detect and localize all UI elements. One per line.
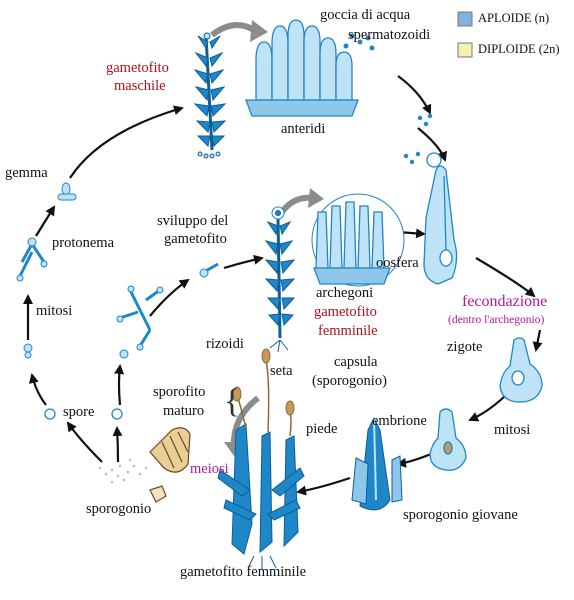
spore-dust <box>98 458 148 484</box>
arrow-giovane-to-female <box>296 476 351 496</box>
gray-arrow-female-to-archegoni <box>279 194 313 214</box>
big-archegonium <box>423 152 458 285</box>
arrow-gemma-to-male <box>69 105 184 179</box>
arrow-spermatozoidi-down <box>397 75 432 115</box>
label-goccia: goccia di acqua <box>320 7 411 23</box>
capsule <box>149 427 191 503</box>
male-gametophyte <box>193 32 227 159</box>
label-mitosi-right: mitosi <box>494 422 531 438</box>
young-sporophyte <box>351 416 403 511</box>
label-fecondazione: fecondazione <box>462 293 548 310</box>
zygote-archegonium <box>499 337 543 403</box>
label-anteridi: anteridi <box>281 121 326 137</box>
sperm-cells <box>343 33 433 165</box>
label-sviluppo-1: sviluppo del <box>157 213 229 229</box>
antheridia <box>245 19 359 117</box>
mature-sporophyte-group <box>217 348 305 570</box>
arrow-to-zygote <box>532 329 543 352</box>
arrow-sporogonio-spore-left <box>66 421 103 463</box>
legend-swatches <box>457 11 473 58</box>
label-sporofito-1: sporofito <box>153 384 206 400</box>
label-gemma: gemma <box>5 165 48 181</box>
label-gametofito-maschile-2: maschile <box>114 78 166 94</box>
archegonia-cluster <box>311 193 405 287</box>
arrow-zygote-to-embryo <box>468 395 506 422</box>
label-piede: piede <box>306 421 338 437</box>
protonema-left-cells <box>16 182 77 359</box>
legend-diploid-label: DIPLOIDE (2n) <box>478 42 560 56</box>
label-sporofito-2: maturo <box>163 403 205 419</box>
legend-haploid-label: APLOIDE (n) <box>478 11 550 25</box>
label-oosfera: oosfera <box>376 255 419 271</box>
label-spore: spore <box>63 404 95 420</box>
spores <box>44 408 123 420</box>
arrow-spore-to-protonema <box>114 364 125 406</box>
cycle-arrows <box>23 75 543 496</box>
label-capsula-1: capsula <box>334 354 378 370</box>
label-spermatozoidi: spermatozoidi <box>348 27 431 43</box>
label-sviluppo-2: gametofito <box>164 231 227 247</box>
gray-arrow-male-to-anteridi <box>210 22 256 38</box>
label-gametofito-maschile-1: gametofito <box>106 60 169 76</box>
arrow-protonema-to-gemma <box>35 205 56 237</box>
label-sporogonio-left: sporogonio <box>86 501 152 517</box>
female-gametophyte-mid <box>264 206 296 353</box>
label-meiosi: meiosi <box>190 461 229 477</box>
arrow-protonema-to-bud <box>149 278 190 317</box>
label-protonema: protonema <box>52 235 115 251</box>
label-zigote: zigote <box>447 339 483 355</box>
arrow-to-fecondazione <box>475 257 536 298</box>
label-sporogonio-giovane: sporogonio giovane <box>403 507 518 523</box>
label-gametofito-femminile-1: gametofito <box>314 304 377 320</box>
embryo <box>429 408 467 471</box>
label-gametofito-femminile-2: femminile <box>318 323 378 339</box>
label-brace: { <box>224 383 241 420</box>
arrow-bud-to-gametofito <box>223 254 264 270</box>
arrow-sperm-to-archegonium <box>417 127 448 162</box>
label-gametofito-femminile-bottom: gametofito femminile <box>180 564 307 580</box>
arrow-spore-up-left <box>28 373 47 406</box>
label-archegoni: archegoni <box>316 285 374 301</box>
label-seta: seta <box>270 363 293 379</box>
arrow-sporogonio-spore-right <box>112 426 123 463</box>
label-rizoidi: rizoidi <box>206 336 244 352</box>
label-embrione: embrione <box>372 413 427 429</box>
label-dentro-archegonio: (dentro l'archegonio) <box>448 314 545 326</box>
label-capsula-2: (sporogonio) <box>312 373 387 389</box>
label-mitosi-left: mitosi <box>36 303 73 319</box>
